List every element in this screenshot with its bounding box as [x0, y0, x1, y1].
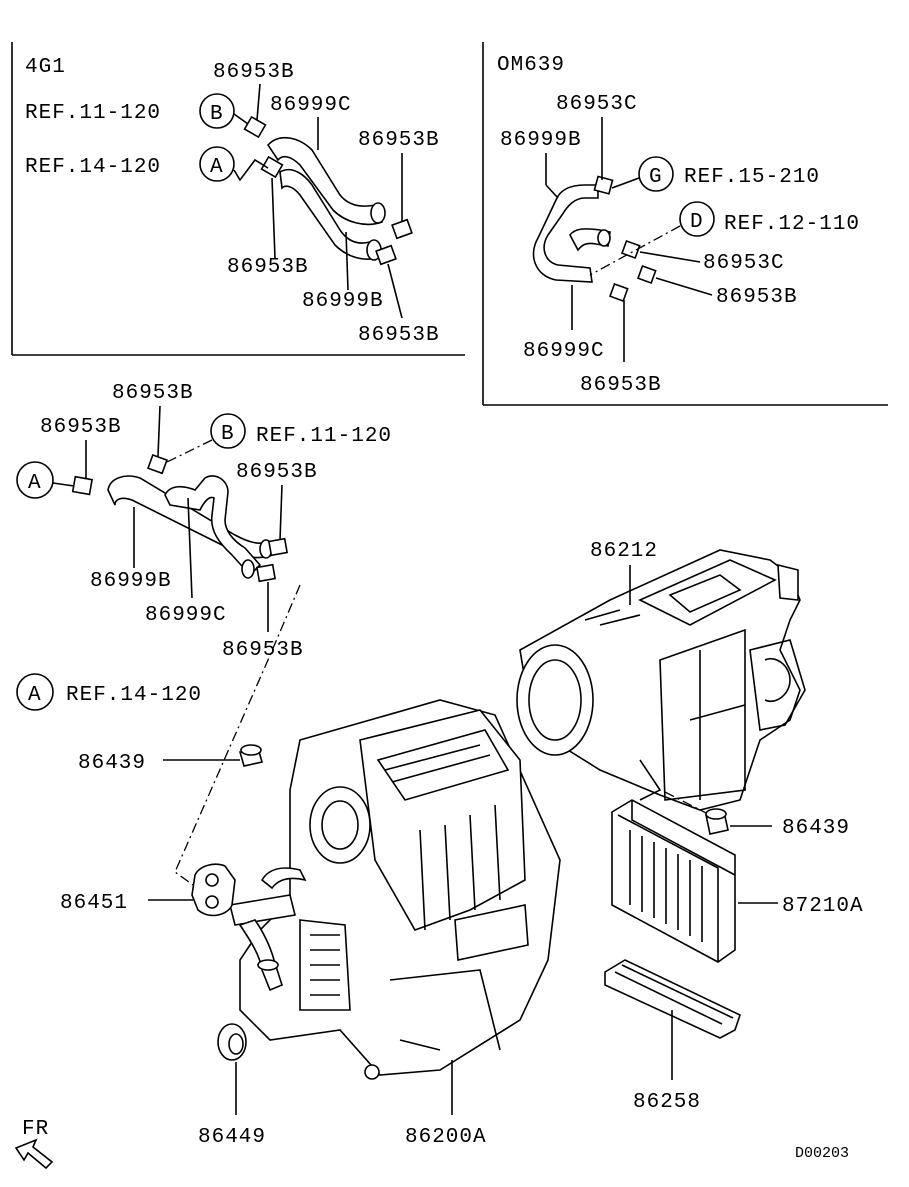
- label-om639-ref-12-110: REF.12-110: [724, 213, 860, 236]
- label-4g1-86953B-top: 86953B: [213, 61, 295, 84]
- section-om639-title: OM639: [497, 54, 565, 77]
- air-filter-87210A: [611, 799, 736, 963]
- label-om639-86953B-bottom: 86953B: [580, 374, 662, 397]
- callout-b-4g1: [199, 93, 235, 129]
- label-main-86953B-right: 86953B: [236, 461, 318, 484]
- clip-86439-right: [705, 808, 729, 835]
- label-om639-86953C-top: 86953C: [556, 93, 638, 116]
- filter-cover-86258: [604, 959, 741, 1039]
- callout-d-om639: [679, 201, 715, 237]
- label-86200A: 86200A: [405, 1126, 487, 1149]
- callout-b-main-letter: B: [221, 423, 235, 446]
- label-86439-left: 86439: [78, 752, 146, 775]
- clip-86439-left: [238, 744, 264, 767]
- label-main-86953B-left: 86953B: [40, 416, 122, 439]
- blower-case-86212: [516, 549, 806, 811]
- label-om639-86999C: 86999C: [523, 340, 605, 363]
- label-om639-86999B: 86999B: [500, 129, 582, 152]
- label-fr: FR: [22, 1118, 49, 1141]
- hose-assembly-om639: [532, 175, 657, 302]
- label-main-86953B-top: 86953B: [112, 382, 194, 405]
- heater-unit-86200A: [229, 699, 561, 1080]
- label-86212: 86212: [590, 540, 658, 563]
- callout-a-main: [16, 461, 54, 499]
- label-4g1-86999B: 86999B: [302, 290, 384, 313]
- callout-b-4g1-letter: B: [210, 103, 224, 126]
- callout-d-om639-letter: D: [690, 211, 704, 234]
- label-4g1-86953B-bl: 86953B: [227, 256, 309, 279]
- label-86439-right: 86439: [782, 817, 850, 840]
- grommet-86449: [217, 1023, 247, 1061]
- callout-a-4g1: [199, 146, 235, 182]
- label-86258: 86258: [633, 1091, 701, 1114]
- label-4g1-86953B-br: 86953B: [358, 324, 440, 347]
- section-4g1-title: 4G1: [25, 56, 66, 79]
- label-87210A: 87210A: [782, 895, 864, 918]
- label-main-86999B: 86999B: [90, 570, 172, 593]
- callout-a-ref-letter: A: [28, 684, 42, 707]
- drawing-number: D00203: [795, 1145, 849, 1162]
- frame-om639: [482, 42, 888, 406]
- callout-a-main-letter: A: [28, 472, 42, 495]
- callout-b-main: [210, 413, 246, 449]
- label-om639-86953B-right: 86953B: [716, 286, 798, 309]
- label-4g1-86953B-right: 86953B: [358, 129, 440, 152]
- callout-g-om639: [638, 156, 674, 192]
- label-om639-86953C-mid: 86953C: [703, 252, 785, 275]
- callout-a-4g1-letter: A: [210, 156, 224, 179]
- label-4g1-86999C: 86999C: [270, 94, 352, 117]
- hose-assembly-4g1: [243, 115, 413, 266]
- frame-4g1: [11, 42, 465, 356]
- label-main-86953B-bottom: 86953B: [222, 639, 304, 662]
- label-86449: 86449: [198, 1126, 266, 1149]
- fr-arrow-icon: [14, 1138, 54, 1170]
- callout-g-om639-letter: G: [649, 166, 663, 189]
- label-4g1-ref-14-120: REF.14-120: [25, 156, 161, 179]
- label-main-86999C: 86999C: [145, 604, 227, 627]
- flange-86451: [191, 863, 236, 917]
- label-om639-ref-15-210: REF.15-210: [684, 166, 820, 189]
- callout-a-ref: [16, 673, 54, 711]
- label-4g1-ref-11-120: REF.11-120: [25, 102, 161, 125]
- label-86451: 86451: [60, 892, 128, 915]
- label-main-ref-14-120: REF.14-120: [66, 684, 202, 707]
- label-main-ref-11-120: REF.11-120: [256, 425, 392, 448]
